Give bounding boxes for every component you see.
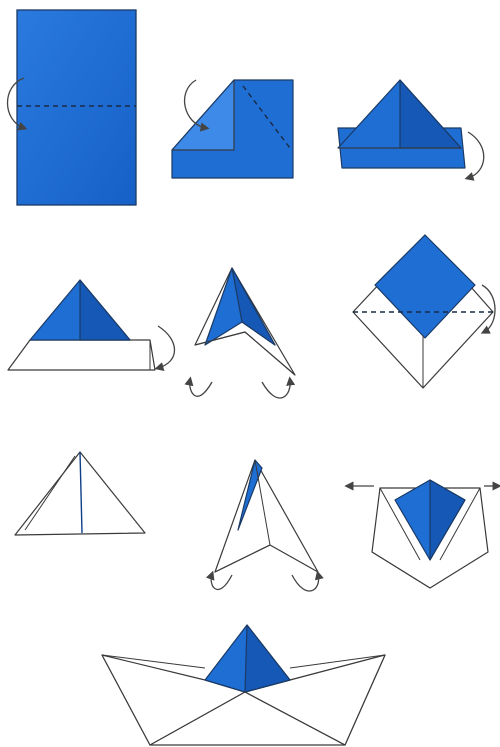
pull-arrow-right-icon [292,574,319,591]
step-2-corner-fold [172,80,293,178]
paper-sheet [17,10,136,205]
triangle-body [215,460,318,572]
folded-corner [172,80,234,150]
step-7-small-triangle [15,452,145,535]
pull-arrow-left-icon [211,574,232,589]
step-8-tall-triangle [211,460,319,591]
hat-triangle-shade [400,80,461,148]
step-6-diamond [353,235,495,388]
pull-arrow-left-icon [190,380,212,396]
step-5-hat-open [190,268,295,398]
hat-triangle-shade [80,280,130,340]
step-4-white-brim [8,280,175,370]
step-3-triangle-with-brim [338,80,484,178]
fold-back-arrow-icon [158,326,175,368]
pull-arrow-right-icon [262,380,290,398]
fold-arrow-icon [468,132,484,178]
step-9-pull-apart [348,480,498,588]
step-1-rectangle-sheet [8,10,137,205]
white-brim [8,340,155,370]
boat-sail-shade [245,625,290,692]
step-10-finished-boat [102,625,385,745]
